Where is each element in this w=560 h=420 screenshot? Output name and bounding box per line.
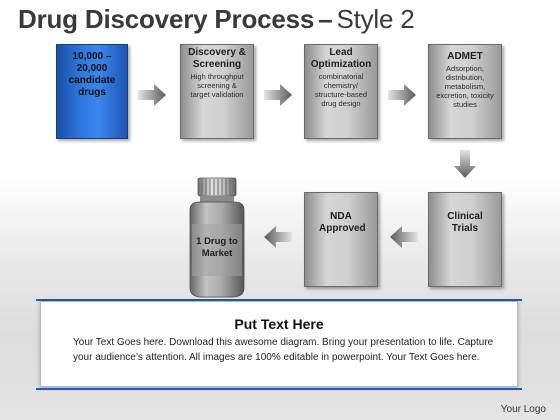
panel-body: Your Text Goes here. Download this aweso…: [73, 337, 494, 363]
step-nda-label: NDA Approved: [319, 211, 366, 234]
left-arrow-icon: [390, 226, 418, 248]
title-main: Drug Discovery Process: [18, 4, 315, 34]
step-candidate-drugs-label: 10,000 – 20,000 candidate drugs: [68, 51, 116, 98]
right-arrow-icon: [388, 84, 416, 106]
step-clinical-trials: Clinical Trials: [428, 192, 502, 287]
step-lead-label: Lead Optimization: [310, 47, 372, 70]
step-admet-desc: Adsorption, distribution, metabolism, ex…: [436, 64, 494, 109]
step-candidate-drugs: 10,000 – 20,000 candidate drugs: [56, 44, 128, 139]
panel-bottom-rule: [36, 388, 522, 390]
step-admet: ADMET Adsorption, distribution, metaboli…: [428, 44, 502, 139]
step-discovery-desc: High throughput screening & target valid…: [190, 72, 244, 99]
left-arrow-icon: [264, 226, 292, 248]
panel-title: Put Text Here: [234, 316, 324, 332]
step-admet-label: ADMET: [447, 51, 483, 62]
pill-bottle-icon: [189, 177, 245, 298]
text-panel: Put Text Here Your Text Goes here. Downl…: [40, 301, 518, 387]
logo: Your Logo: [500, 404, 546, 415]
step-lead-optimization: Lead Optimization combinatorial chemistr…: [304, 44, 378, 139]
step-market-label: 1 Drug to Market: [196, 236, 238, 259]
right-arrow-icon: [264, 84, 292, 106]
page-title: Drug Discovery Process–Style 2: [18, 4, 415, 35]
panel-top-rule: [36, 299, 522, 301]
step-clinical-label: Clinical Trials: [447, 211, 483, 234]
right-arrow-icon: [138, 84, 166, 106]
title-dash: –: [318, 4, 333, 34]
down-arrow-icon: [454, 150, 476, 178]
step-discovery-screening: Discovery & Screening High throughput sc…: [180, 44, 254, 139]
title-style: Style 2: [336, 4, 415, 34]
step-lead-desc: combinatorial chemistry/ structure-based…: [314, 72, 368, 108]
step-nda-approved: NDA Approved: [304, 192, 378, 287]
step-discovery-label: Discovery & Screening: [188, 47, 246, 70]
